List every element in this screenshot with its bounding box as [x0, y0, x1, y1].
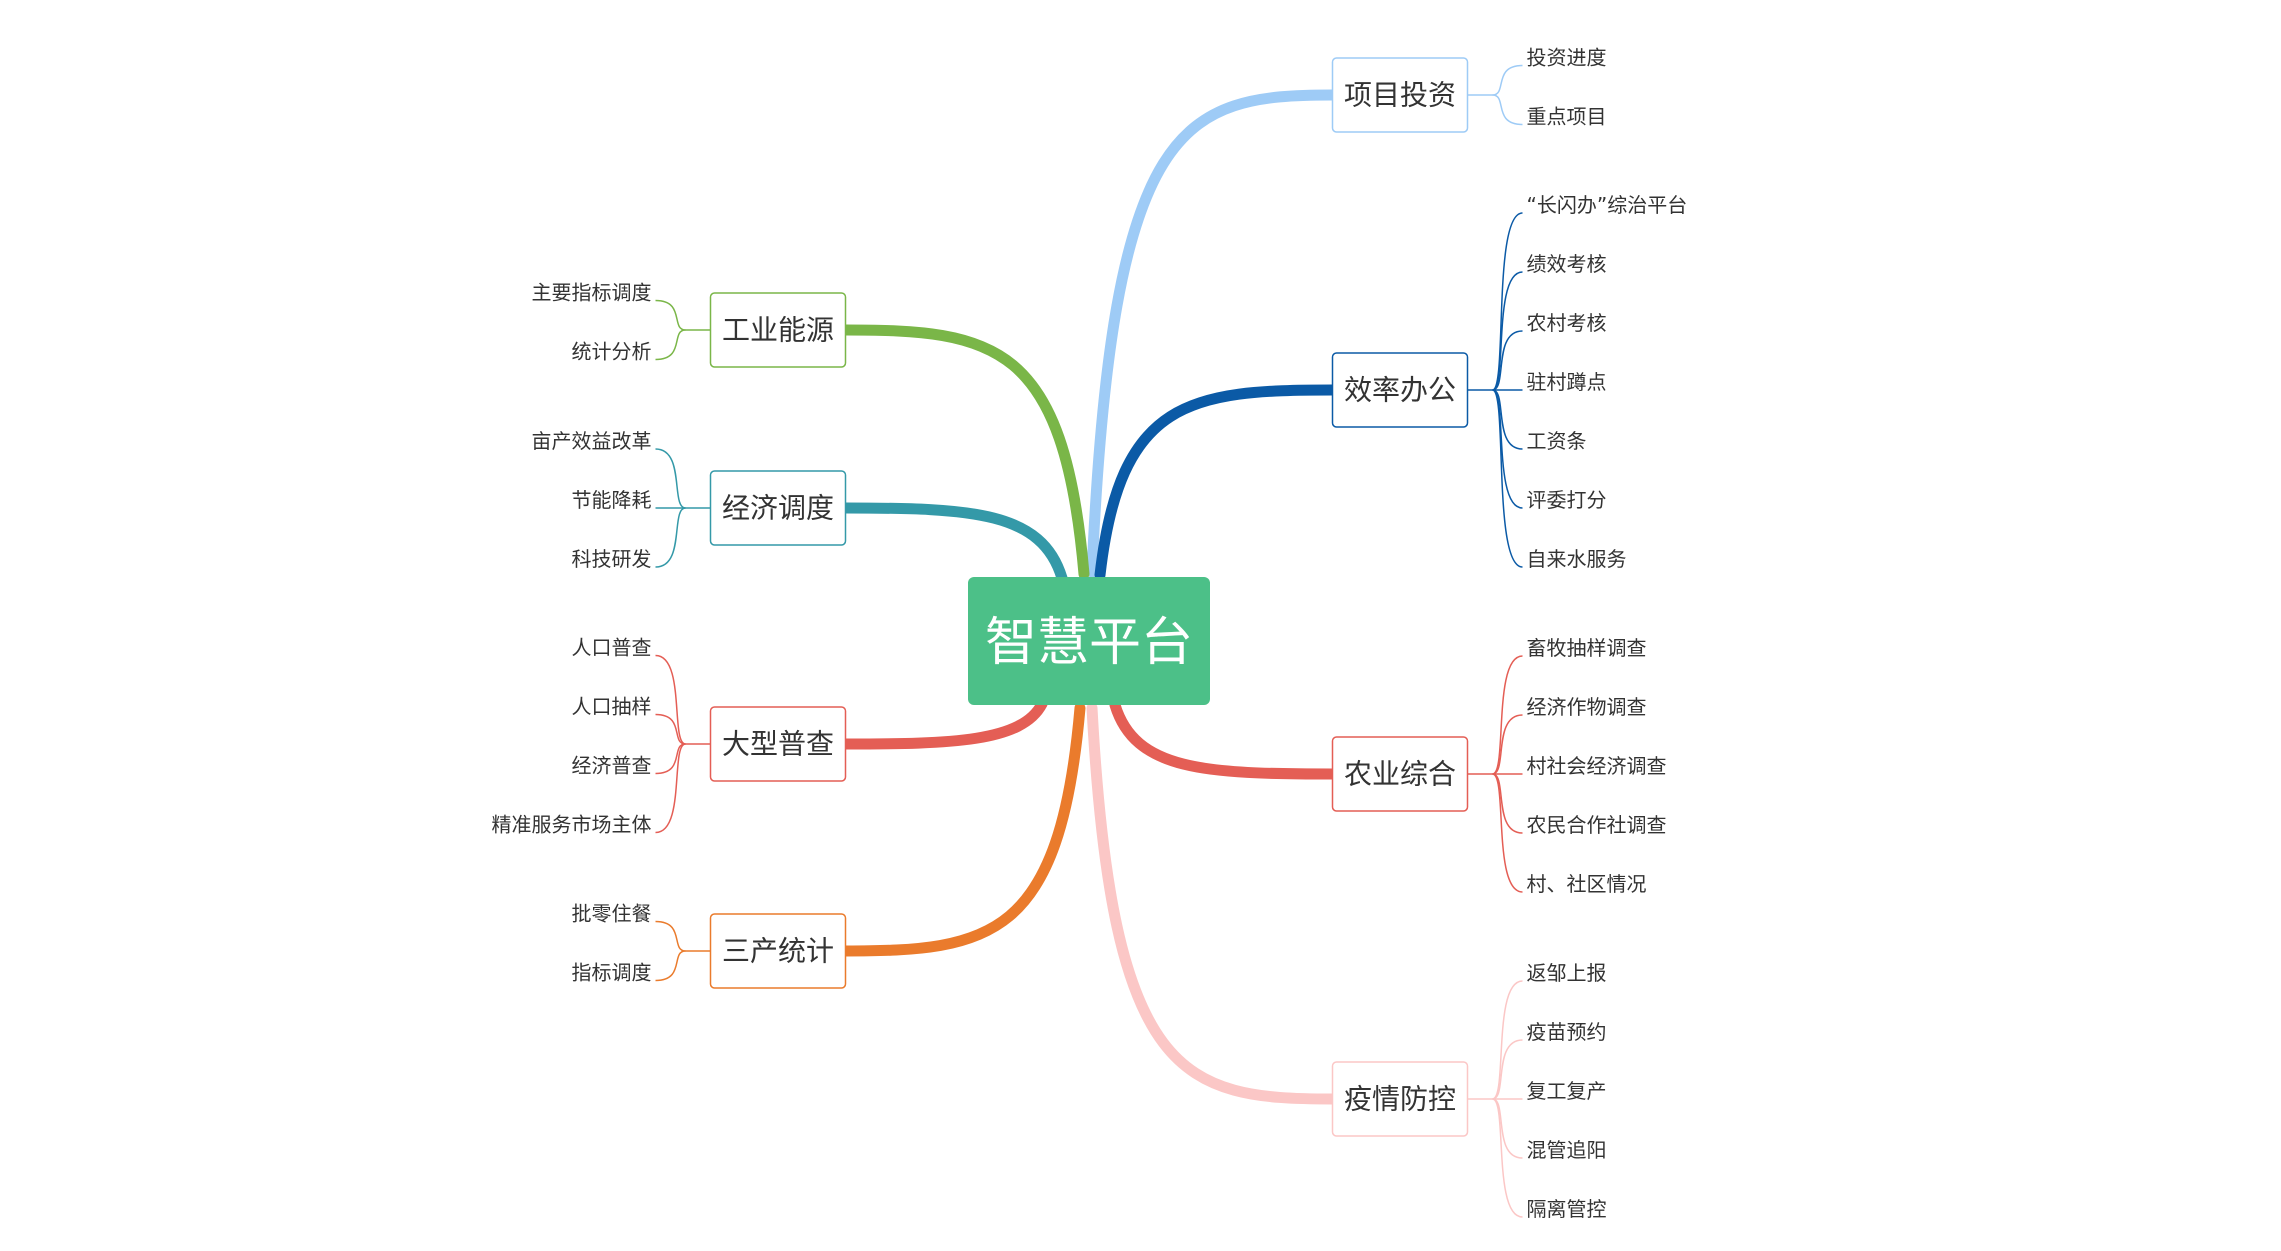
branch-box-nongye[interactable]	[1331, 736, 1469, 812]
leaf-label-xiaolv-2[interactable]: 农村考核	[1527, 311, 1607, 335]
leaf-link-xiaolv-0	[1491, 212, 1523, 391]
branch-node-dapucha[interactable]: 大型普查	[709, 706, 847, 782]
branch-node-sanchan[interactable]: 三产统计	[709, 913, 847, 989]
branch-label-yiqing: 疫情防控	[1344, 1083, 1456, 1116]
branch-box-sanchan[interactable]	[709, 913, 847, 989]
leaf-link-gongye-0	[655, 299, 686, 331]
leaf-label-yiqing-1[interactable]: 疫苗预约	[1527, 1020, 1607, 1044]
leaf-label-xiangmu-1[interactable]: 重点项目	[1527, 105, 1607, 129]
branch-label-jingji: 经济调度	[722, 492, 834, 525]
leaf-link-nongye-4	[1492, 773, 1523, 893]
branch-box-yiqing[interactable]	[1331, 1061, 1469, 1137]
branch-box-xiaolv[interactable]	[1331, 352, 1469, 428]
leaf-link-sanchan-1	[655, 950, 686, 982]
center-node-box[interactable]	[968, 577, 1210, 705]
leaf-link-nongye-1	[1492, 714, 1523, 775]
leaf-link-yiqing-4	[1492, 1098, 1523, 1218]
leaf-label-jingji-0[interactable]: 亩产效益改革	[532, 429, 652, 453]
leaf-label-xiangmu-0[interactable]: 投资进度	[1527, 46, 1607, 70]
leaf-link-jingji-0	[655, 448, 686, 509]
link-dapucha	[840, 698, 1048, 750]
leaf-link-dapucha-0	[655, 654, 686, 745]
leaf-link-dapucha-1	[655, 713, 686, 745]
leaf-label-sanchan-0[interactable]: 批零住餐	[572, 902, 652, 926]
leaf-link-gongye-1	[655, 329, 686, 361]
leaf-link-yiqing-1	[1492, 1039, 1523, 1100]
leaf-link-yiqing-3	[1492, 1098, 1523, 1159]
leaf-label-nongye-3[interactable]: 农民合作社调查	[1527, 813, 1667, 837]
link-nongye	[1109, 699, 1338, 780]
leaf-link-xiaolv-1	[1492, 271, 1523, 391]
leaf-label-dapucha-2[interactable]: 经济普查	[572, 754, 652, 778]
branch-node-nongye[interactable]: 农业综合	[1331, 736, 1469, 812]
leaf-link-dapucha-2	[655, 743, 686, 775]
leaf-label-yiqing-0[interactable]: 返邹上报	[1527, 961, 1607, 985]
leaf-label-gongye-1[interactable]: 统计分析	[572, 340, 652, 364]
leaf-label-dapucha-0[interactable]: 人口普查	[572, 636, 652, 660]
branch-links	[840, 89, 1338, 1105]
branch-label-gongye: 工业能源	[722, 314, 834, 347]
leaf-link-sanchan-0	[655, 920, 686, 952]
branch-label-xiangmu: 项目投资	[1344, 79, 1456, 112]
leaf-link-xiaolv-2	[1492, 330, 1523, 391]
leaf-label-xiaolv-3[interactable]: 驻村蹲点	[1527, 370, 1607, 394]
leaf-label-jingji-2[interactable]: 科技研发	[572, 547, 652, 571]
leaf-link-xiaolv-4	[1492, 389, 1523, 450]
leaf-label-yiqing-2[interactable]: 复工复产	[1527, 1079, 1607, 1103]
leaf-label-nongye-4[interactable]: 村、社区情况	[1527, 872, 1647, 896]
leaf-label-jingji-1[interactable]: 节能降耗	[572, 488, 652, 512]
leaf-label-xiaolv-1[interactable]: 绩效考核	[1527, 252, 1607, 276]
leaf-label-nongye-0[interactable]: 畜牧抽样调查	[1527, 636, 1647, 660]
branch-label-xiaolv: 效率办公	[1344, 374, 1456, 407]
branch-node-jingji[interactable]: 经济调度	[709, 470, 847, 546]
center-node[interactable]: 智慧平台	[968, 577, 1210, 705]
leaf-label-dapucha-1[interactable]: 人口抽样	[572, 695, 652, 719]
leaf-label-dapucha-3[interactable]: 精准服务市场主体	[492, 813, 652, 837]
link-sanchan	[840, 702, 1086, 957]
branch-node-xiangmu[interactable]: 项目投资	[1331, 57, 1469, 133]
branch-node-gongye[interactable]: 工业能源	[709, 292, 847, 368]
branch-box-dapucha[interactable]	[709, 706, 847, 782]
center-node-label: 智慧平台	[985, 613, 1193, 673]
leaf-link-jingji-2	[655, 507, 686, 568]
leaf-label-nongye-1[interactable]: 经济作物调查	[1527, 695, 1647, 719]
leaf-label-xiaolv-6[interactable]: 自来水服务	[1527, 547, 1627, 571]
leaf-links	[655, 64, 1523, 1218]
link-xiaolv	[1094, 384, 1338, 581]
branch-node-xiaolv[interactable]: 效率办公	[1331, 352, 1469, 428]
leaf-link-dapucha-3	[655, 743, 686, 834]
leaf-link-xiangmu-0	[1492, 64, 1523, 96]
leaf-label-sanchan-1[interactable]: 指标调度	[572, 961, 652, 985]
leaf-link-nongye-3	[1492, 773, 1523, 834]
link-jingji	[840, 502, 1068, 584]
branch-box-jingji[interactable]	[709, 470, 847, 546]
branch-label-nongye: 农业综合	[1344, 758, 1456, 791]
leaf-link-yiqing-0	[1492, 980, 1523, 1100]
branch-label-dapucha: 大型普查	[722, 728, 834, 761]
leaf-label-xiaolv-0[interactable]: “长闪办”综治平台	[1527, 193, 1688, 217]
leaf-label-xiaolv-5[interactable]: 评委打分	[1527, 488, 1607, 512]
leaf-link-nongye-0	[1492, 655, 1523, 775]
leaf-label-yiqing-4[interactable]: 隔离管控	[1527, 1197, 1607, 1221]
link-yiqing	[1086, 702, 1338, 1105]
branch-label-sanchan: 三产统计	[722, 935, 834, 968]
link-gongye	[840, 324, 1090, 580]
leaf-link-xiaolv-6	[1491, 389, 1523, 568]
leaf-label-nongye-2[interactable]: 村社会经济调查	[1527, 754, 1667, 778]
branch-box-gongye[interactable]	[709, 292, 847, 368]
branch-box-xiangmu[interactable]	[1331, 57, 1469, 133]
leaf-label-gongye-0[interactable]: 主要指标调度	[532, 281, 652, 305]
leaf-label-yiqing-3[interactable]: 混管追阳	[1527, 1138, 1607, 1162]
link-xiangmu	[1086, 89, 1338, 578]
leaf-link-xiangmu-1	[1492, 94, 1523, 126]
leaf-label-xiaolv-4[interactable]: 工资条	[1527, 429, 1587, 453]
branch-node-yiqing[interactable]: 疫情防控	[1331, 1061, 1469, 1137]
